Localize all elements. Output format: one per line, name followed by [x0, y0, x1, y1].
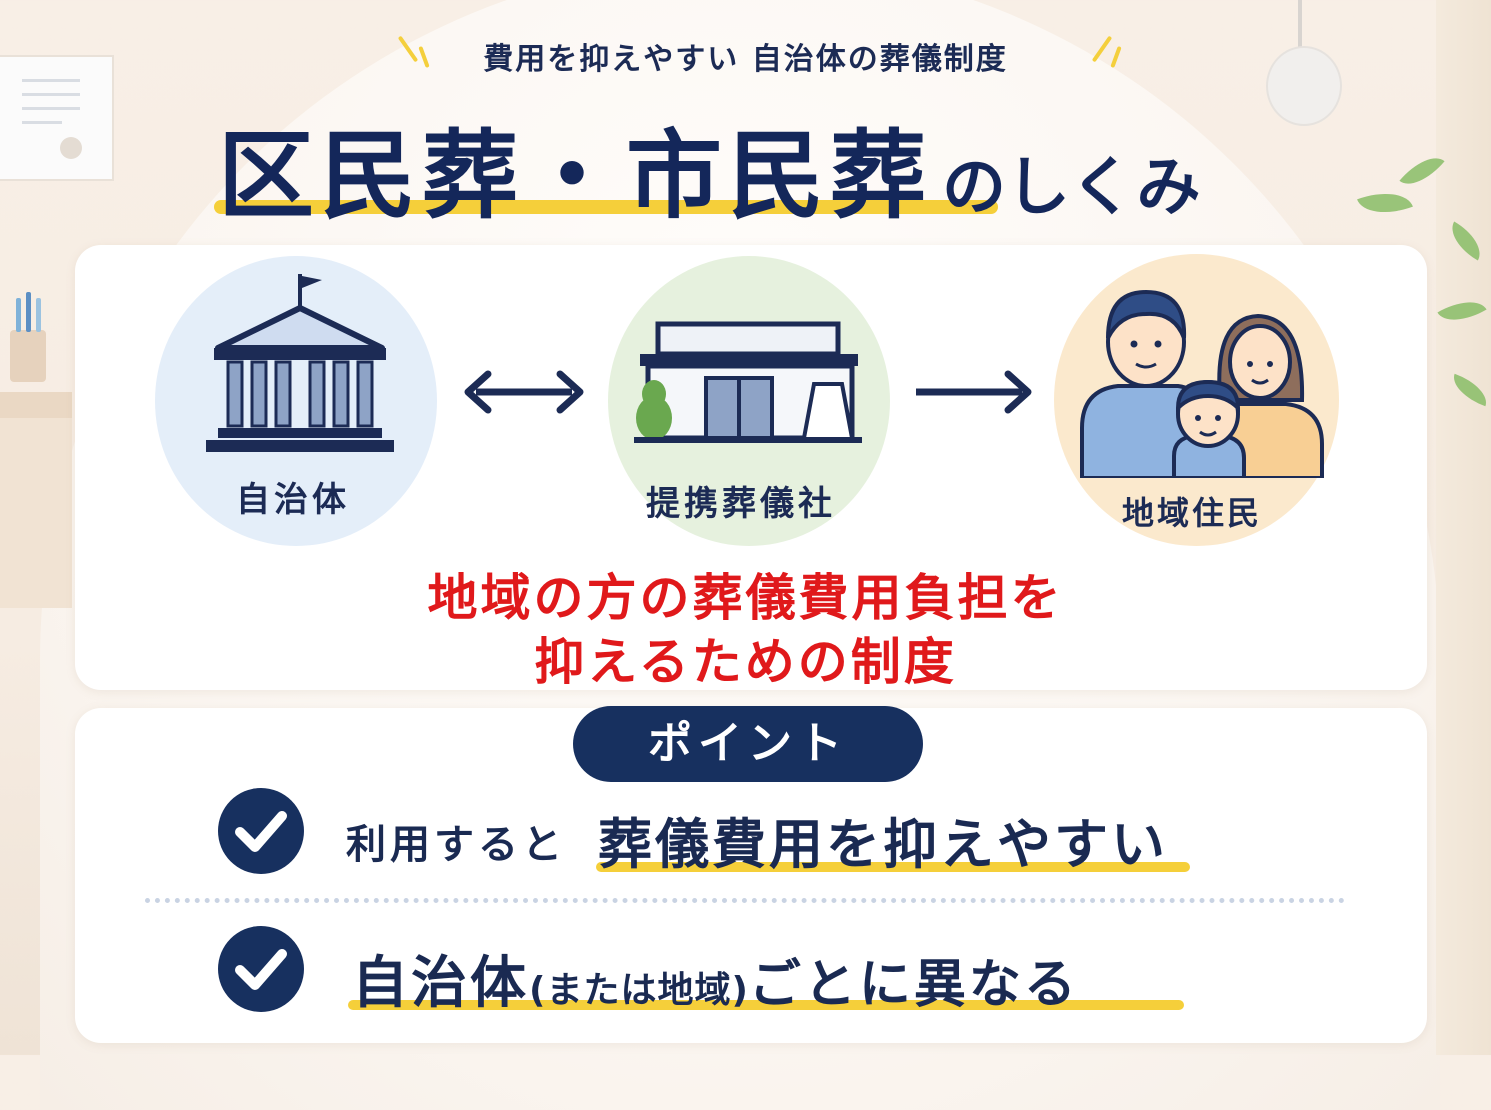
plant-leaf-decoration: [1357, 182, 1413, 224]
description-line-1: 地域の方の葬儀費用負担を: [427, 569, 1064, 627]
divider-dotted: [145, 898, 1345, 903]
point-1-underline: [596, 862, 1190, 872]
city-hall-icon: [206, 274, 394, 452]
main-title: 区民葬・市民葬のしくみ: [218, 98, 1201, 237]
node-label-municipality: 自治体: [236, 480, 350, 520]
desk-decoration: [0, 418, 72, 608]
one-way-arrow-icon: [916, 370, 1032, 414]
checkmark-icon: [218, 788, 304, 874]
pendant-lamp-decoration: [1266, 46, 1342, 126]
point-2-underline: [348, 1000, 1184, 1010]
point-2-part-2: (または地域): [529, 970, 749, 1011]
title-underline: [214, 200, 998, 214]
node-municipality: [155, 256, 437, 546]
node-label-residents: 地域住民: [1122, 494, 1263, 532]
node-label-funeral-home: 提携葬儀社: [646, 484, 836, 524]
lamp-cord-decoration: [1298, 0, 1302, 48]
pen-decoration: [26, 292, 31, 332]
wall-certificate-decoration: [0, 55, 114, 181]
subtitle: 費用を抑えやすい 自治体の葬儀制度: [483, 42, 1008, 77]
checkmark-icon: [218, 926, 304, 1012]
point-2-part-1: 自治体: [352, 951, 529, 1016]
point-2-part-3: ごとに異なる: [748, 955, 1079, 1015]
points-heading: ポイント: [573, 706, 923, 782]
main-title-text: 区民葬・市民葬: [218, 120, 932, 232]
point-2-text: 自治体(または地域)ごとに異なる: [352, 938, 1079, 1019]
family-icon: [1080, 289, 1324, 478]
funeral-home-icon: [634, 321, 862, 443]
pen-decoration: [16, 298, 21, 332]
window-decoration: [1436, 0, 1491, 1055]
pen-cup-decoration: [10, 330, 46, 382]
main-title-suffix: のしくみ: [942, 151, 1201, 225]
point-1-prefix: 利用すると: [346, 822, 566, 868]
pen-decoration: [36, 298, 41, 332]
bidirectional-arrow-icon: [464, 370, 584, 414]
shelf-decoration: [0, 392, 72, 418]
point-1-emphasis: 葬儀費用を抑えやすい: [598, 813, 1168, 876]
description-line-2: 抑えるための制度: [534, 633, 957, 691]
